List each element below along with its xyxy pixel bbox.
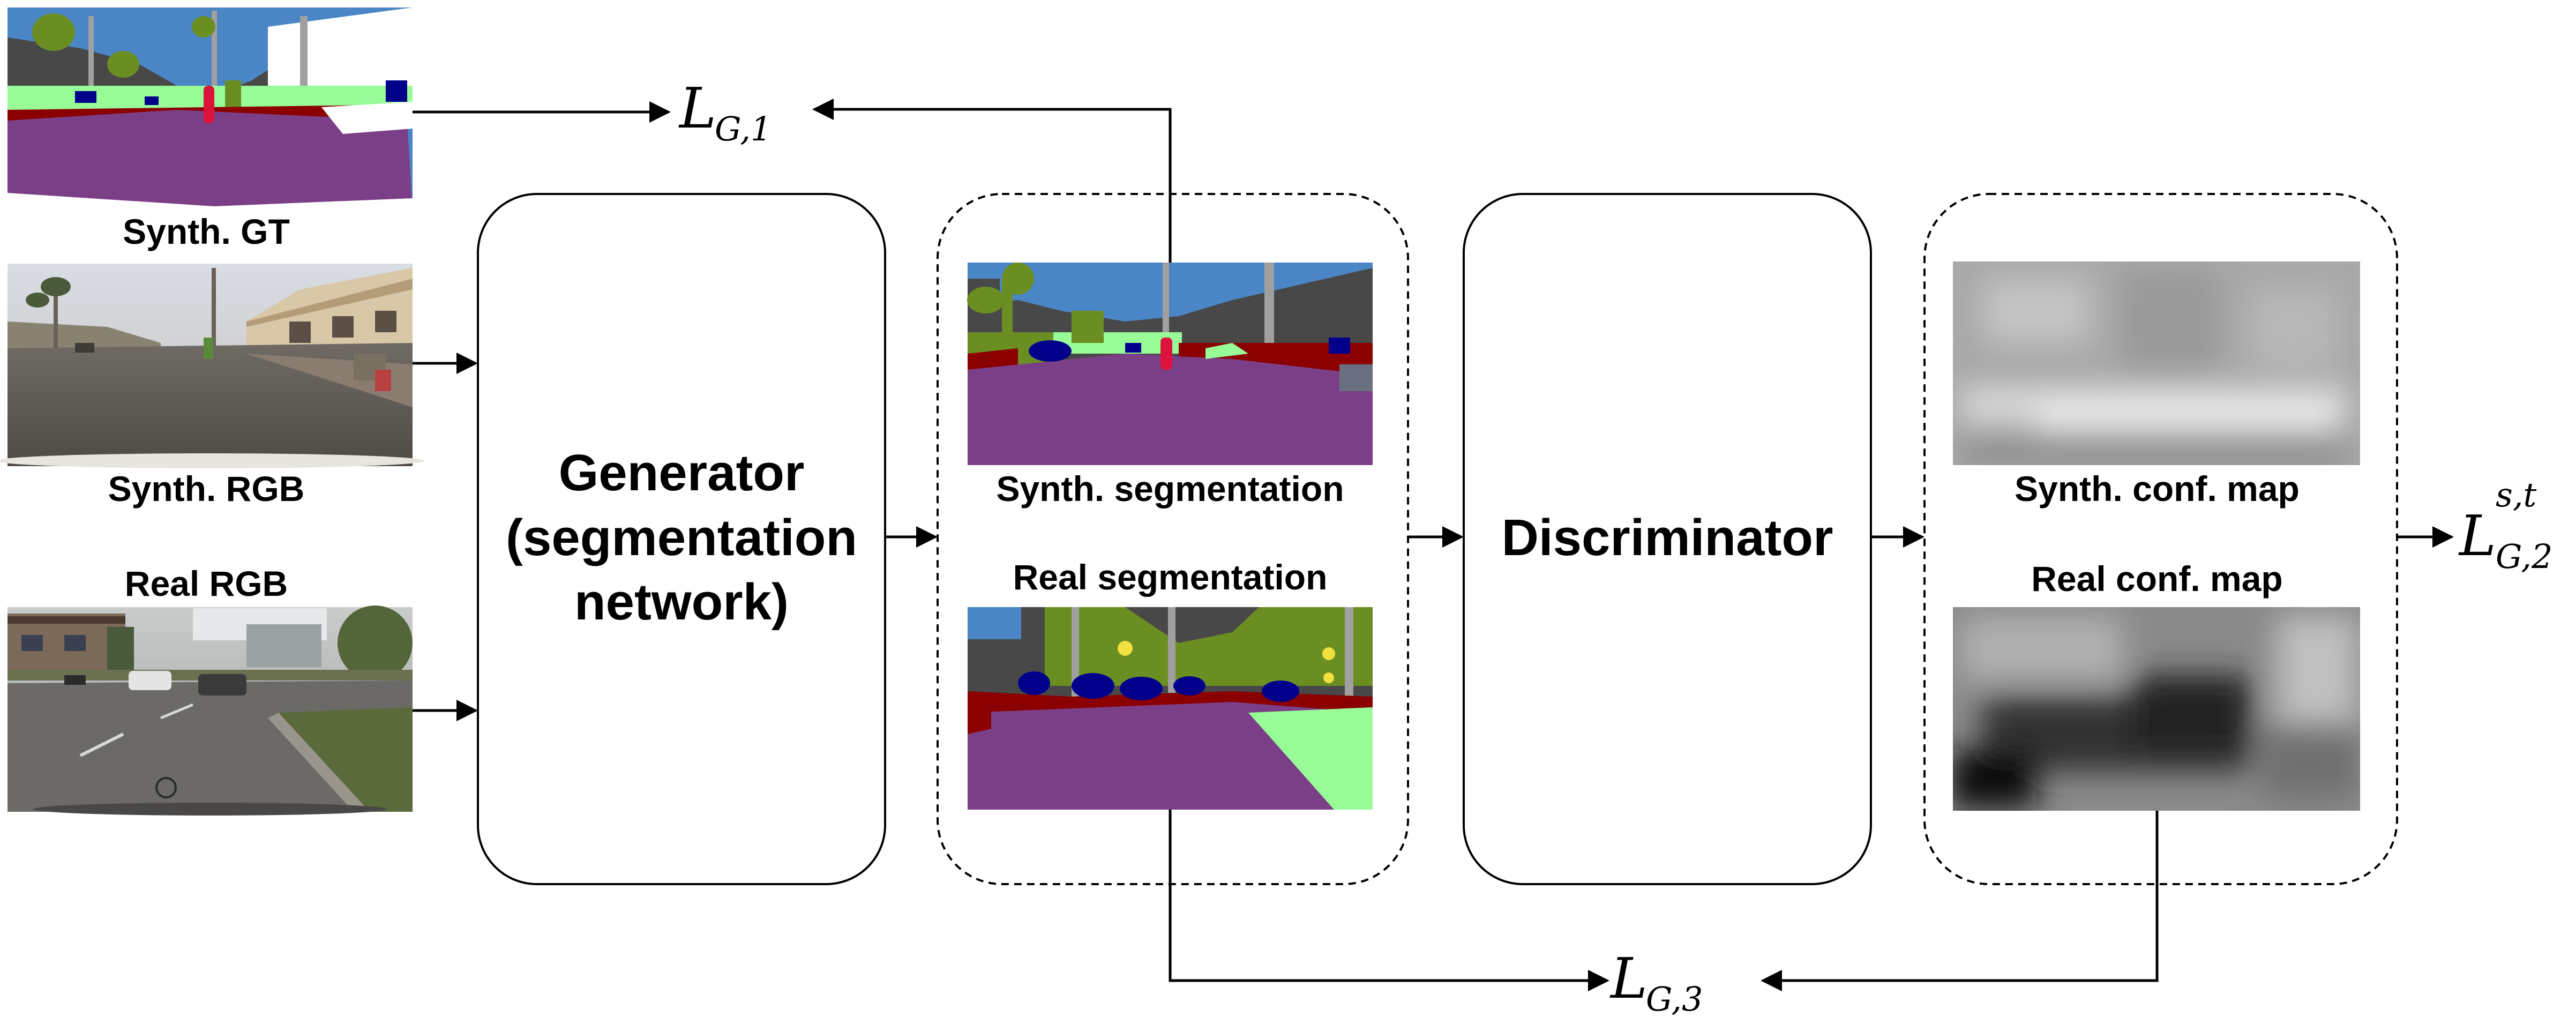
loss-g2: L s,t G,2 <box>2458 475 2552 576</box>
arrow-realseg-to-loss3 <box>1169 810 1609 991</box>
loss-g1-sub: G,1 <box>715 109 772 148</box>
seg-road <box>8 110 413 211</box>
arrow-seg-to-loss1 <box>812 99 1172 263</box>
real-rgb-label: Real RGB <box>125 564 288 603</box>
synth-gt-image <box>8 8 413 211</box>
synth-segmentation-label: Synth. segmentation <box>996 469 1344 508</box>
seg-vegetation <box>32 13 75 51</box>
real-segmentation-label: Real segmentation <box>1013 557 1328 597</box>
seg-person <box>204 86 214 123</box>
real-conf-map-label: Real conf. map <box>2031 559 2282 599</box>
real-conf-map-image <box>1953 607 2360 811</box>
loss-g3-sub: G,3 <box>1646 979 1703 1017</box>
synth-rgb-image <box>0 264 424 468</box>
loss-g2-main: L <box>2458 503 2496 569</box>
synth-conf-map-image <box>1953 261 2360 465</box>
loss-g3: L G,3 <box>1609 946 1703 1017</box>
loss-g2-sup: s,t <box>2496 475 2537 514</box>
loss-g3-main: L <box>1609 946 1648 1011</box>
discriminator-box <box>1463 193 1872 885</box>
seg-car <box>75 91 96 103</box>
arrow-realconf-to-loss3 <box>1761 811 2159 991</box>
loss-g2-sub: G,2 <box>2496 537 2552 576</box>
generator-box <box>477 193 886 885</box>
discriminator-label: Discriminator <box>1502 509 1833 566</box>
loss-g1-main: L <box>678 76 716 141</box>
generator-subtitle-1: (segmentation <box>506 509 857 566</box>
synth-gt-label: Synth. GT <box>123 212 290 251</box>
real-rgb-image <box>8 605 413 816</box>
segmentation-group-box <box>937 193 1409 885</box>
synth-rgb-label: Synth. RGB <box>108 469 305 508</box>
synth-conf-map-label: Synth. conf. map <box>2015 469 2300 508</box>
confidence-group-box <box>1923 193 2398 885</box>
loss-g1: L G,1 <box>678 76 772 148</box>
synth-segmentation-image <box>967 263 1373 465</box>
real-segmentation-image <box>968 607 1373 810</box>
generator-subtitle-2: network) <box>574 573 789 631</box>
generator-title: Generator <box>559 444 805 502</box>
